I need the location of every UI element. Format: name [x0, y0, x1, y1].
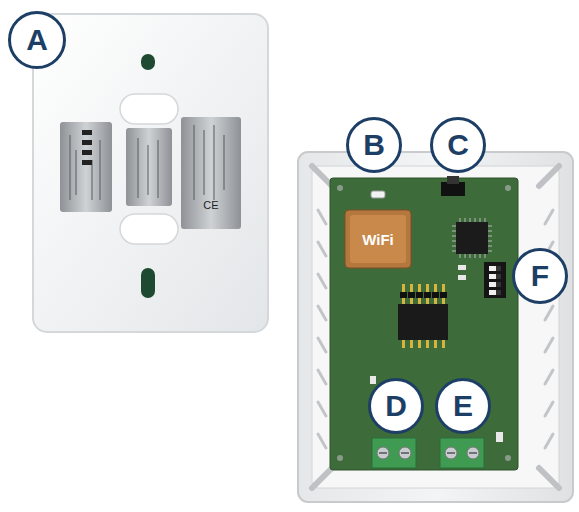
callout-circle: A [8, 11, 66, 69]
callout-circle: F [512, 248, 568, 304]
callout-letter: C [447, 130, 469, 160]
chip-label: WiFi [362, 232, 394, 247]
callout-circle: E [435, 378, 491, 434]
callout-letter: B [363, 130, 385, 160]
callout-letter: F [531, 261, 549, 291]
callout-letter: E [453, 391, 473, 421]
callout-letter: A [26, 25, 48, 55]
callout-letter: D [385, 391, 407, 421]
callout-circle: D [368, 378, 424, 434]
callout-circle: C [430, 117, 486, 173]
ce-mark: CE [203, 200, 218, 211]
callout-circle: B [346, 117, 402, 173]
